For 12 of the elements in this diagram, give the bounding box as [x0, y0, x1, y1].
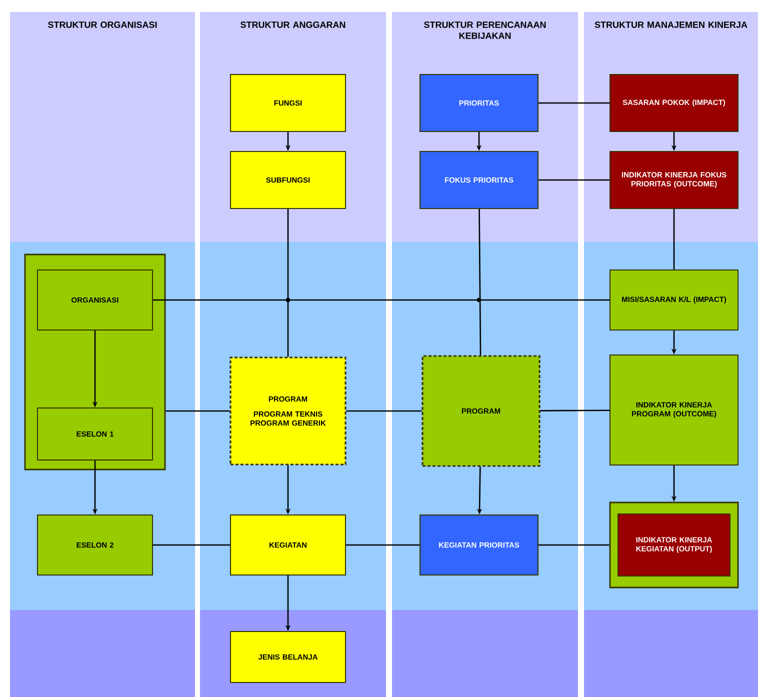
connector [346, 410, 422, 412]
connector [538, 179, 610, 181]
connector [153, 544, 230, 546]
connector [346, 544, 420, 546]
connector [538, 544, 610, 546]
connector [540, 410, 610, 412]
connector [478, 209, 482, 356]
connector [287, 209, 289, 357]
connector [538, 102, 610, 104]
connector [153, 299, 610, 301]
connector [673, 209, 675, 270]
connector [166, 410, 230, 412]
